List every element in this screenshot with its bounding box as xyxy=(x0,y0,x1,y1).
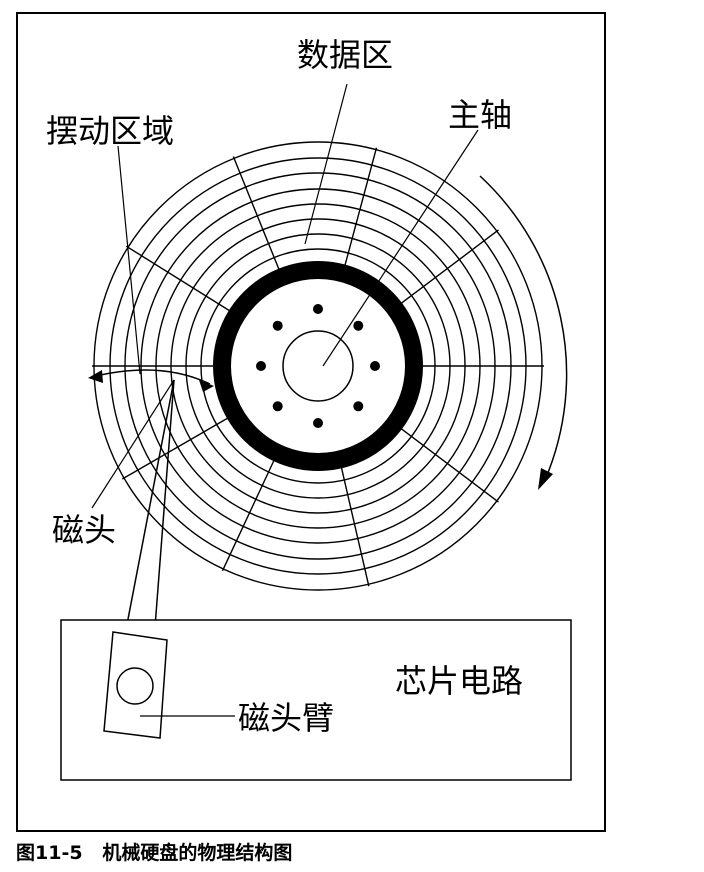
head-arm-pivot xyxy=(116,667,154,705)
swing-arc xyxy=(91,369,211,385)
sector-divider xyxy=(125,245,234,314)
screw-hole xyxy=(353,320,364,331)
label-data-area: 数据区 xyxy=(297,36,393,74)
leader-spindle xyxy=(322,129,479,367)
sector-divider xyxy=(397,229,499,307)
screw-hole xyxy=(256,361,266,371)
hub-screw-holes xyxy=(256,304,380,428)
leader-swing-area xyxy=(117,145,141,375)
swing-arrowhead-left xyxy=(88,370,103,383)
leader-data-area xyxy=(304,83,348,245)
label-head: 磁头 xyxy=(52,511,116,549)
leader-head xyxy=(91,379,175,509)
sector-divider xyxy=(221,456,277,572)
figure-caption: 图11-5 机械硬盘的物理结构图 xyxy=(16,838,292,865)
screw-hole xyxy=(370,361,380,371)
label-spindle: 主轴 xyxy=(448,96,512,134)
swing-arrowhead-right xyxy=(199,380,214,392)
screw-hole xyxy=(353,401,364,412)
label-chip-circuit: 芯片电路 xyxy=(395,662,523,700)
arm-line-right xyxy=(153,379,175,641)
screw-hole xyxy=(313,418,323,428)
figure-number: 图11-5 xyxy=(16,842,83,864)
screw-hole xyxy=(272,401,283,412)
screw-hole xyxy=(272,320,283,331)
sector-divider xyxy=(339,463,370,587)
label-swing-area: 摆动区域 xyxy=(46,112,174,150)
sector-divider xyxy=(121,415,232,480)
label-head-arm: 磁头臂 xyxy=(238,699,334,737)
spindle-circle xyxy=(282,330,354,402)
rotation-arrowhead xyxy=(538,468,553,490)
figure-title: 机械硬盘的物理结构图 xyxy=(102,842,293,864)
diagram-frame xyxy=(16,12,606,832)
sector-divider xyxy=(232,156,282,274)
sector-divider xyxy=(343,147,378,270)
sector-divider xyxy=(397,425,499,503)
rotation-arrow xyxy=(479,175,568,481)
arm-line-left xyxy=(123,379,175,641)
screw-hole xyxy=(313,304,323,314)
sector-dividers xyxy=(92,147,544,587)
